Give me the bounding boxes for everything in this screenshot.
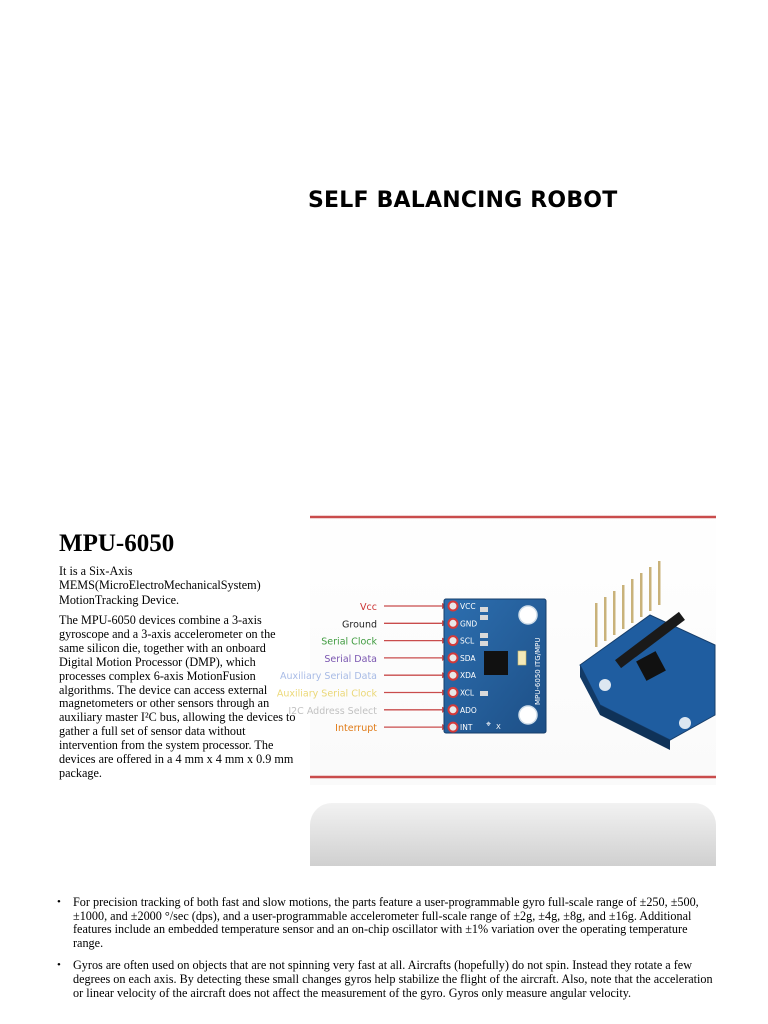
board-label: MPU-6050 ITG/MPU bbox=[534, 638, 542, 705]
pin-hole bbox=[447, 687, 459, 698]
pin-name: VCC bbox=[460, 602, 476, 611]
intro-paragraph: It is a Six-Axis MEMS(MicroElectroMechan… bbox=[59, 564, 261, 607]
bullet-text: For precision tracking of both fast and … bbox=[73, 895, 699, 950]
pin-hole bbox=[447, 652, 459, 664]
header-pin bbox=[595, 603, 598, 647]
pin-label: Interrupt bbox=[335, 723, 377, 734]
pin-name: INT bbox=[460, 723, 473, 732]
pin-holes: VCC GND SCL SDA XDA XCL ADO INT bbox=[447, 600, 477, 733]
header-pin bbox=[649, 567, 652, 611]
pin-label: I2C Address Select bbox=[288, 706, 377, 717]
pin-label: Auxiliary Serial Data bbox=[280, 671, 377, 682]
pin-hole bbox=[447, 669, 459, 681]
mounting-hole bbox=[518, 705, 538, 725]
pin-name: XCL bbox=[460, 689, 475, 698]
pin-name: SCL bbox=[460, 637, 475, 646]
pin-label: Ground bbox=[342, 619, 377, 630]
pin-name: SDA bbox=[460, 654, 476, 663]
pin-name: XDA bbox=[460, 671, 477, 680]
pin-hole bbox=[447, 721, 459, 733]
list-item: • Gyros are often used on objects that ar… bbox=[55, 959, 715, 1000]
pin-label: Vcc bbox=[360, 602, 377, 613]
header-pin bbox=[658, 561, 661, 605]
header-pin bbox=[604, 597, 607, 641]
page-title: SELF BALANCING ROBOT bbox=[308, 188, 618, 213]
header-pin bbox=[631, 579, 634, 623]
mpu6050-board: VCC GND SCL SDA XDA XCL ADO INT MPU-6050 ITG/MP… bbox=[443, 598, 547, 734]
axis-icon: ⌖ bbox=[486, 720, 491, 730]
section-heading: MPU-6050 bbox=[59, 530, 175, 557]
bullet-icon: • bbox=[57, 896, 61, 908]
pin-label: Serial Clock bbox=[321, 637, 377, 648]
chip bbox=[484, 651, 508, 675]
pin-label: Auxiliary Serial Clock bbox=[277, 689, 378, 700]
bullet-list: • For precision tracking of both fast and… bbox=[55, 895, 715, 1009]
pin-hole bbox=[447, 600, 459, 612]
pin-hole bbox=[447, 635, 459, 647]
body-paragraph: The MPU-6050 devices combine a 3-axis gy… bbox=[59, 613, 296, 780]
header-pin bbox=[613, 591, 616, 635]
gray-panel bbox=[310, 803, 716, 866]
header-pin bbox=[640, 573, 643, 617]
pin-label: Serial Data bbox=[324, 654, 377, 665]
bullet-text: Gyros are often used on objects that are… bbox=[73, 958, 713, 1000]
list-item: • For precision tracking of both fast and… bbox=[55, 895, 715, 950]
header-pin bbox=[622, 585, 625, 629]
module-photo bbox=[579, 561, 716, 750]
svg-text:X: X bbox=[496, 723, 501, 731]
pin-name: ADO bbox=[460, 706, 477, 715]
bullet-icon: • bbox=[57, 959, 61, 972]
pin-hole bbox=[447, 704, 459, 716]
pin-hole bbox=[447, 617, 459, 629]
mounting-hole bbox=[518, 605, 538, 625]
pin-name: GND bbox=[460, 619, 477, 628]
